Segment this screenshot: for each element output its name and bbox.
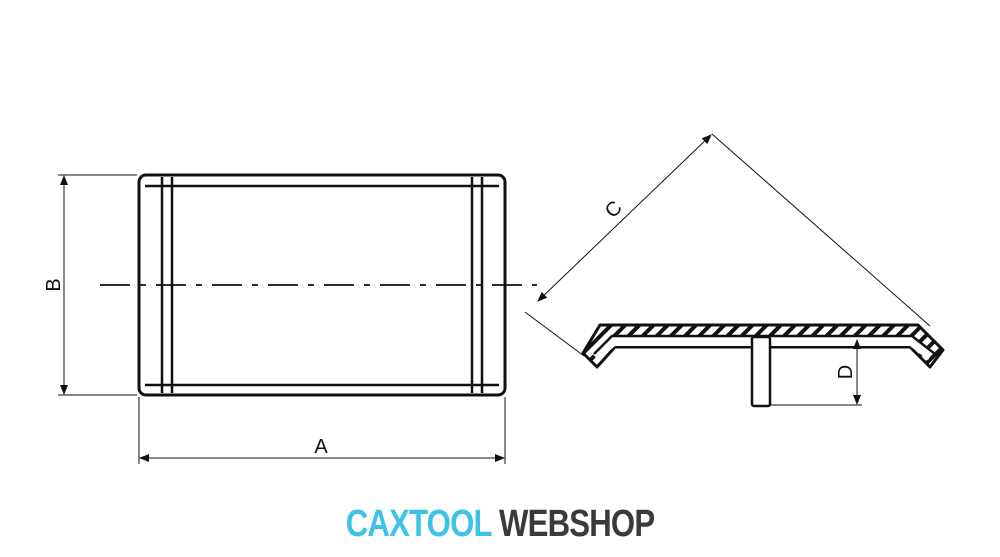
brand-caxtool: CAXTOOL (345, 503, 492, 545)
dimension-b-label: B (43, 278, 65, 291)
dimension-d-label: D (835, 365, 857, 379)
front-view (100, 173, 537, 397)
dimension-b (58, 174, 137, 396)
dimension-d (771, 339, 862, 406)
dimension-a (138, 397, 506, 464)
dimension-c (524, 133, 931, 357)
brand-logo: CAXTOOL WEBSHOP (90, 503, 910, 546)
side-view (581, 323, 945, 408)
brand-webshop: WEBSHOP (499, 503, 655, 545)
dimension-a-label: A (314, 436, 328, 458)
dimension-c-label: C (601, 197, 627, 223)
